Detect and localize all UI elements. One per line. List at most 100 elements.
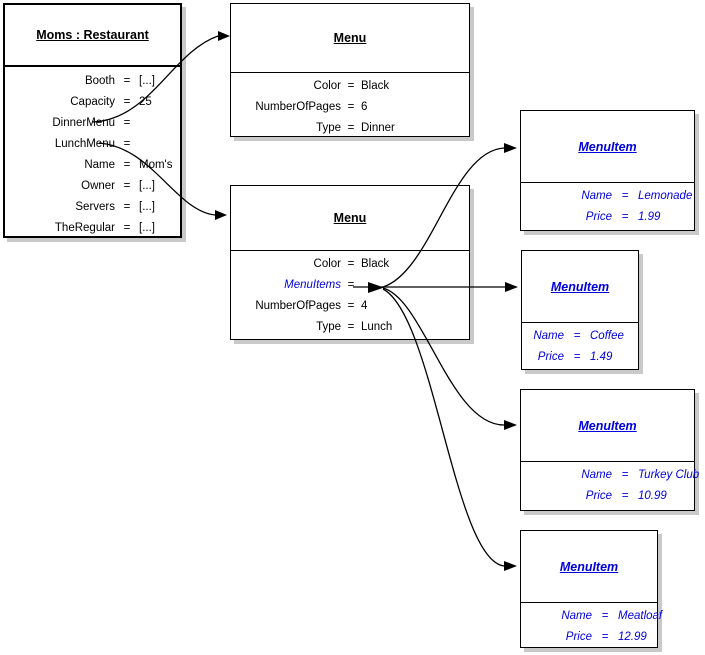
attribute-value: 10.99 [638,490,667,502]
attribute-name: Color [313,258,341,270]
object-title: MenuItem [550,279,610,294]
attribute-row: Name=Turkey Club [521,465,699,486]
object-title: MenuItem [578,139,637,154]
equals-sign: = [123,222,131,234]
attribute-section: Name=Turkey Club Price = 10.99 [521,462,699,507]
attribute-row: NumberOfPages = 6 [231,97,469,118]
equals-sign: = [123,75,131,87]
attribute-row: NumberOfPages = 4 [231,296,469,317]
attribute-name: DinnerMenu [52,117,115,129]
arrowhead-icon [215,210,227,220]
arrowhead-icon [218,31,230,41]
attribute-name: NumberOfPages [255,101,341,113]
attribute-name: LunchMenu [54,138,115,150]
arrowhead-icon [504,143,517,153]
attribute-name: Color [313,80,341,92]
attribute-row: Price=1.99 [521,207,694,228]
attribute-value: 6 [361,101,368,113]
attribute-row-dinnermenu: DinnerMenu= [5,113,180,134]
arrowhead-icon [505,282,518,292]
equals-sign: = [347,122,355,134]
attribute-value: 4 [361,300,368,312]
attribute-row: Price = 1.49 [522,347,638,368]
attribute-section: Name=Lemonade Price=1.99 [521,183,694,228]
attribute-value: [...] [139,222,155,234]
object-header: MenuItem [521,531,657,603]
attribute-name: NumberOfPages [255,300,341,312]
equals-sign: = [347,101,355,113]
attribute-value [361,275,469,296]
attribute-name: Name [84,159,115,171]
object-header: Menu [231,4,469,73]
attribute-value: Black [361,258,390,270]
attribute-name: Type [316,321,341,333]
attribute-row: Price=12.99 [521,627,657,648]
equals-sign: = [123,159,131,171]
attribute-value: Lemonade [638,190,693,202]
object-box-lunch-menu[interactable]: Menu Color = Black MenuItems = NumberOfPage… [230,185,470,340]
object-box-menuitem-meatloaf[interactable]: MenuItem Name = Meatloaf Price=12.99 [520,530,662,648]
attribute-row-lunchmenu: LunchMenu = [5,134,180,155]
attribute-name: Price [565,631,592,643]
object-box-menuitem-lemonade[interactable]: MenuItem Name=Lemonade Price=1.99 [520,110,695,231]
attribute-value: 25 [139,96,152,108]
attribute-row: Booth=[...] [5,71,180,92]
attribute-name: Name [561,610,592,622]
attribute-name: Price [585,211,612,223]
attribute-name: Price [585,490,612,502]
equals-sign: = [347,279,355,291]
equals-sign: = [573,330,581,342]
attribute-row: Capacity = 25 [5,92,180,113]
equals-sign: = [123,201,131,213]
attribute-name: Name [533,330,564,342]
attribute-name: TheRegular [54,222,115,234]
attribute-section: Color = Black MenuItems = NumberOfPages = 4 T… [231,251,469,338]
attribute-value: Meatloaf [618,610,663,622]
object-box-menuitem-coffee[interactable]: MenuItem Name = Coffee Price = 1.49 [521,250,639,370]
attribute-row: Type = Lunch [231,317,469,338]
attribute-section: Name = Meatloaf Price=12.99 [521,603,662,648]
equals-sign: = [621,211,629,223]
object-box-moms-restaurant[interactable]: Moms : Restaurant Booth=[...] Capacity=2… [3,3,182,238]
equals-sign: = [347,321,355,333]
attribute-row: Name=Mom's [5,155,180,176]
attribute-row: Color=Black [231,76,469,97]
object-header: Menu [231,186,469,251]
equals-sign: = [123,96,131,108]
object-title: MenuItem [559,559,619,574]
attribute-section: Name = Coffee Price = 1.49 [522,323,638,368]
attribute-name: Type [316,122,341,134]
attribute-row-menuitems: MenuItems = [231,275,469,296]
attribute-name: Capacity [70,96,115,108]
object-header: MenuItem [521,111,694,183]
equals-sign: = [347,300,355,312]
attribute-value [139,134,180,155]
object-title: MenuItem [578,418,637,433]
equals-sign: = [573,351,581,363]
equals-sign: = [601,610,609,622]
attribute-value: 12.99 [618,631,647,643]
attribute-row: Owner=[...] [5,176,180,197]
attribute-name: Name [581,190,612,202]
attribute-value: Lunch [361,321,393,333]
attribute-name-link: MenuItems [284,279,341,291]
attribute-section: Color=Black NumberOfPages = 6 Type = Dinner [231,73,469,139]
attribute-row: Name = Coffee [522,326,638,347]
equals-sign: = [621,490,629,502]
attribute-value: 1.49 [590,351,613,363]
attribute-value: Coffee [590,330,624,342]
object-header: MenuItem [522,251,638,323]
object-box-dinner-menu[interactable]: Menu Color=Black NumberOfPages = 6 Type = Di… [230,3,470,137]
attribute-name: Price [537,351,564,363]
arrowhead-icon [504,420,517,430]
equals-sign: = [123,138,131,150]
object-title: Menu [333,31,367,45]
attribute-section: Booth=[...] Capacity=25 DinnerMenu= Lunc… [5,67,180,239]
attribute-row: Price = 10.99 [521,486,694,507]
attribute-row: Servers=[...] [5,197,180,218]
equals-sign: = [347,258,355,270]
attribute-name: Booth [84,75,115,87]
object-box-menuitem-turkey-club[interactable]: MenuItem Name=Turkey Club Price = 10.99 [520,389,699,511]
attribute-value: Dinner [361,122,395,134]
